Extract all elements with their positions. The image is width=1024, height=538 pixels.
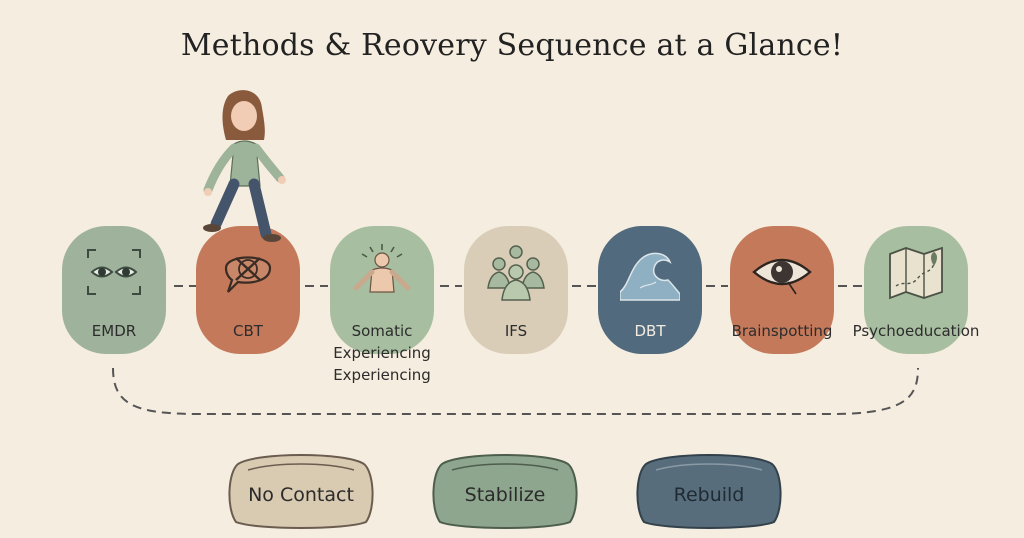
- page-title: Methods & Reovery Sequence at a Glance!: [180, 28, 844, 63]
- method-label-brainspotting: Brainspotting: [731, 322, 833, 340]
- method-brainspotting[interactable]: [730, 226, 834, 354]
- stage-shape-stabilize: [432, 454, 578, 529]
- method-label-somatic: Somatic Experiencing: [333, 322, 431, 362]
- crossed-speech-bubble-icon: [224, 256, 272, 293]
- method-cbt[interactable]: [196, 226, 300, 354]
- method-label-somatic-extra: Experiencing: [333, 366, 431, 384]
- method-emdr[interactable]: [62, 226, 166, 354]
- method-label-ifs: IFS: [504, 322, 528, 340]
- method-label-dbt: DBT: [634, 322, 666, 340]
- stage-shape-rebuild: [636, 454, 782, 529]
- walking-woman-illustration: [203, 90, 286, 242]
- stage-rebuild[interactable]: [634, 450, 784, 530]
- method-label-psychoeducation: Psychoeducation: [852, 322, 980, 340]
- radiating-figure-icon: [353, 244, 411, 293]
- eyes-scan-icon: [87, 249, 141, 295]
- method-label-emdr: EMDR: [91, 322, 137, 340]
- stage-stabilize[interactable]: [430, 450, 580, 530]
- eye-icon: [752, 258, 812, 295]
- method-somatic-experiencing[interactable]: [330, 226, 434, 354]
- stage-label-rebuild: Rebuild: [673, 484, 745, 506]
- map-icon: [889, 246, 943, 300]
- method-psychoeducation[interactable]: [864, 226, 968, 354]
- stage-label-no-contact: No Contact: [248, 484, 354, 506]
- return-path-connector: [112, 367, 919, 415]
- stage-no-contact[interactable]: [226, 450, 376, 530]
- stage-label-stabilize: Stabilize: [464, 484, 546, 506]
- method-label-cbt: CBT: [233, 322, 263, 340]
- method-ifs[interactable]: [464, 226, 568, 354]
- stage-shape-no-contact: [228, 454, 374, 529]
- group-of-figures-icon: [487, 245, 545, 301]
- wave-icon: [620, 252, 680, 301]
- method-dbt[interactable]: [598, 226, 702, 354]
